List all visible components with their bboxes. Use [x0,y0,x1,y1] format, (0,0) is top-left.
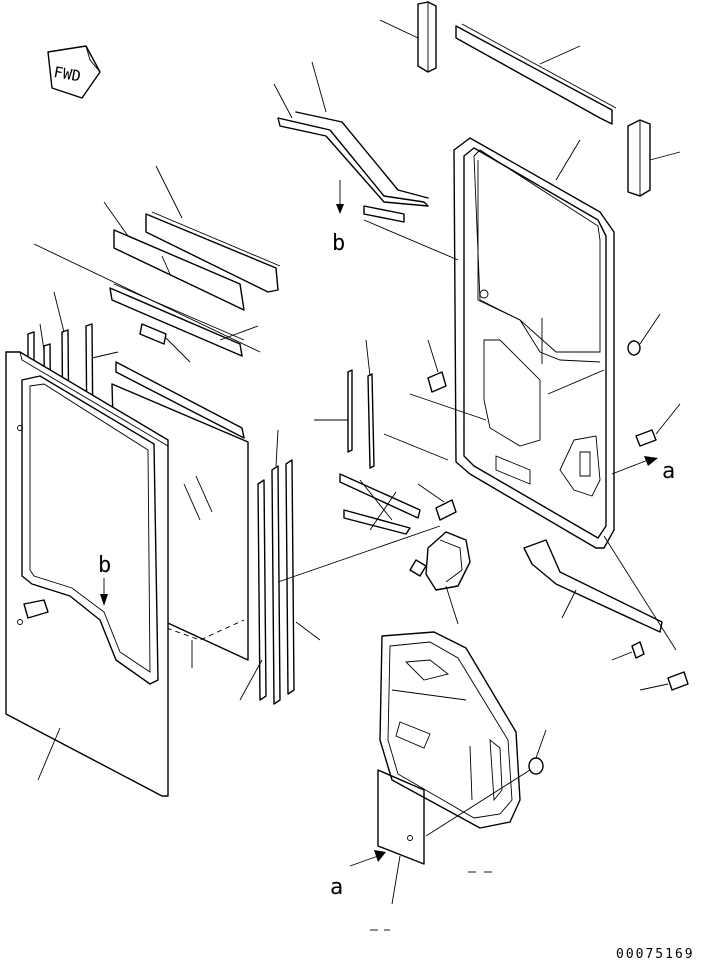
bolt-mid-lower [417,483,457,521]
catalog-number: 00075169 [616,947,695,962]
arrow-a-lower [349,850,386,867]
upper-glass [103,201,245,311]
view-label-b-upper: b [332,231,345,256]
arrow-a-right [611,456,658,475]
top-channel-left [379,1,437,73]
top-rail-horizontal [455,23,617,125]
fwd-label: FWD [52,63,82,85]
vertical-rods [314,339,449,469]
screw-lower-2 [639,671,689,691]
bolt-mid-upper [409,339,487,421]
bottom-bracket-strip [523,535,677,651]
view-label-a-right: a [662,459,675,484]
insulation-pad [377,769,425,905]
dash-marks [370,871,492,931]
washer-lower [425,729,547,837]
fwd-badge: FWD [47,45,101,99]
top-channel-right [627,119,681,197]
glass-runs-right [239,429,441,705]
bolt-right [635,403,681,447]
view-label-a-lower: a [330,875,343,900]
glass-clip-screw [139,323,191,363]
view-label-b-lower: b [98,553,111,578]
upper-guide-strips [273,61,459,261]
inner-trim-panel [379,631,521,829]
screw-lower-1 [611,641,645,661]
glass-run-channel [109,283,259,357]
top-seal-strip [145,165,281,293]
door-lock-assembly [409,531,471,625]
door-frame [453,137,615,549]
window-regulator [339,473,421,535]
washer-right-top [627,313,661,356]
outer-door-panel [5,351,169,797]
lower-sash-strip [115,361,245,439]
